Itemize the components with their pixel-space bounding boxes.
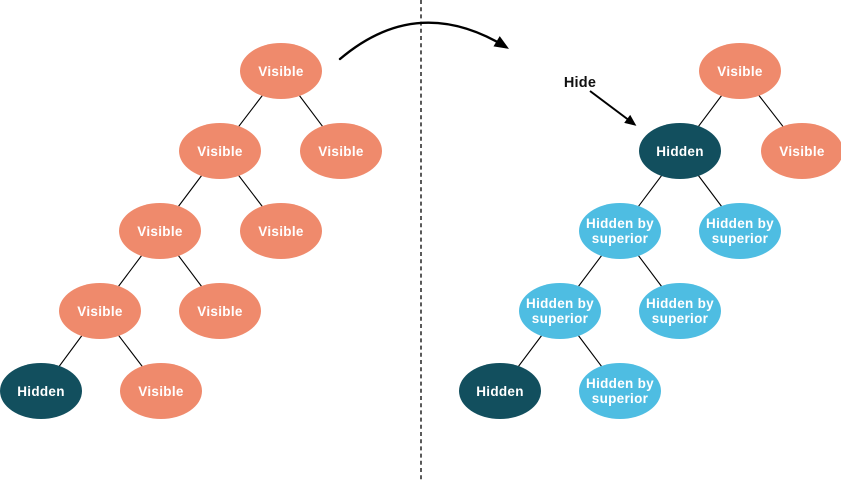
tree-node-visible: Visible: [761, 123, 841, 179]
tree-node-ellipse: [119, 203, 201, 259]
tree-node-ellipse: [59, 283, 141, 339]
hide-arrow: [589, 90, 637, 126]
tree-node-label: Hidden: [476, 384, 524, 399]
tree-node-ellipse: [120, 363, 202, 419]
tree-node-ellipse: [519, 283, 601, 339]
hide-label: Hide: [564, 75, 596, 91]
tree-node-ellipse: [699, 43, 781, 99]
tree-node-label: Visible: [717, 64, 763, 79]
tree-node-hidden: Hidden: [639, 123, 721, 179]
tree-node-label: Visible: [258, 224, 304, 239]
tree-node-label: Hidden: [17, 384, 65, 399]
tree-node-visible: Visible: [119, 203, 201, 259]
tree-node-label: Visible: [779, 144, 825, 159]
tree-node-visible: Visible: [699, 43, 781, 99]
tree-node-ellipse: [639, 123, 721, 179]
tree-node-label: Visible: [197, 144, 243, 159]
tree-node-visible: Visible: [59, 283, 141, 339]
tree-node-ellipse: [0, 363, 82, 419]
tree-node-ellipse: [300, 123, 382, 179]
tree-node-ellipse: [639, 283, 721, 339]
tree-node-visible: Visible: [179, 123, 261, 179]
tree-node-visible: Visible: [300, 123, 382, 179]
tree-node-ellipse: [240, 203, 322, 259]
tree-node-label: Visible: [258, 64, 304, 79]
tree-node-label: Visible: [137, 224, 183, 239]
tree-node-label: Visible: [318, 144, 364, 159]
tree-node-label: Visible: [138, 384, 184, 399]
tree-node-ellipse: [761, 123, 841, 179]
tree-node-ellipse: [459, 363, 541, 419]
tree-node-visible: Visible: [120, 363, 202, 419]
tree-node-label: Visible: [197, 304, 243, 319]
tree-node-hidden: Hidden: [0, 363, 82, 419]
tree-node-label: Visible: [77, 304, 123, 319]
tree-node-ellipse: [240, 43, 322, 99]
tree-node-visible: Visible: [179, 283, 261, 339]
tree-node-ellipse: [179, 123, 261, 179]
tree-node-ellipse: [699, 203, 781, 259]
hide-annotation: Hide: [564, 75, 637, 126]
transform-arrow: [338, 21, 509, 61]
tree-node-label: Hidden: [656, 144, 704, 159]
tree-node-hidden: Hidden: [459, 363, 541, 419]
tree-node-ellipse: [179, 283, 261, 339]
tree-node-visible: Visible: [240, 203, 322, 259]
tree-node-ellipse: [579, 363, 661, 419]
tree-node-ellipse: [579, 203, 661, 259]
tree-node-visible: Visible: [240, 43, 322, 99]
